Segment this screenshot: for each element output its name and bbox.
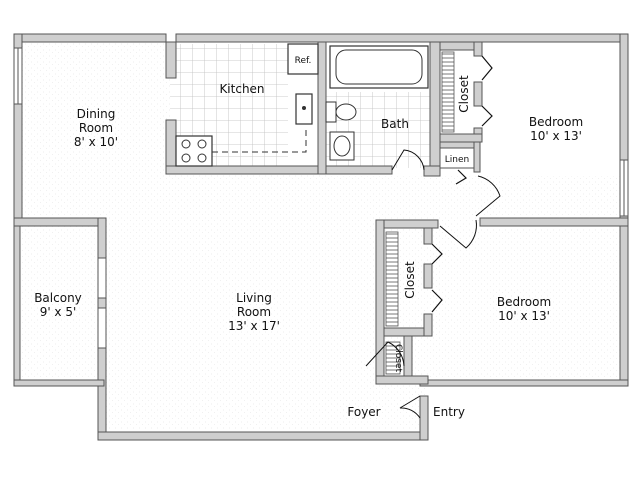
wall-kitchen-bath bbox=[317, 41, 327, 175]
wall-closet-bottom bbox=[439, 133, 483, 143]
dining-label-1: Dining bbox=[77, 107, 116, 121]
closet-small-label: Closet bbox=[393, 344, 403, 373]
wall-closet-mid-top bbox=[375, 219, 439, 229]
bath-sink-icon bbox=[333, 135, 351, 157]
wall-closet-right-top bbox=[473, 41, 483, 57]
counter-line bbox=[212, 130, 307, 153]
room-labels: Dining Room 8' x 10' Kitchen Ref. Bath C… bbox=[34, 56, 583, 419]
wall-linen-right bbox=[473, 141, 481, 173]
dining-label-2: Room bbox=[79, 121, 113, 135]
wall-bath-right bbox=[429, 41, 441, 169]
closet-top-label: Closet bbox=[457, 75, 471, 113]
wall-closet-right-mid bbox=[473, 81, 483, 107]
faucet-icon bbox=[302, 106, 306, 110]
wall-small-closet-bottom bbox=[375, 375, 429, 385]
bathtub-basin bbox=[335, 49, 423, 85]
entry-door bbox=[399, 395, 421, 419]
bedroom-bottom-size: 10' x 13' bbox=[498, 309, 550, 323]
wall-bedroom-bottom bbox=[419, 379, 629, 387]
closet-middle-shelf bbox=[385, 231, 399, 327]
bedroom-bottom-door bbox=[439, 219, 477, 249]
bath-fixtures bbox=[325, 45, 429, 161]
bedroom-top-label: Bedroom bbox=[529, 115, 583, 129]
balcony-floor bbox=[20, 226, 98, 380]
refrigerator-label: Ref. bbox=[295, 56, 312, 66]
burner-icon bbox=[181, 153, 191, 163]
wall-balcony-left bbox=[13, 225, 21, 381]
windows bbox=[13, 47, 629, 349]
closet-doors bbox=[431, 55, 493, 313]
wall-top-left bbox=[13, 33, 167, 43]
wall-small-closet-right bbox=[403, 335, 413, 381]
refrigerator bbox=[287, 43, 319, 75]
wall-top bbox=[175, 33, 629, 43]
burner-icon bbox=[197, 139, 207, 149]
living-label-2: Room bbox=[237, 305, 271, 319]
dining-size: 8' x 10' bbox=[74, 135, 118, 149]
living-label-1: Living bbox=[236, 291, 272, 305]
wall-balcony-top bbox=[13, 217, 105, 227]
toilet-tank bbox=[325, 101, 337, 123]
closet-middle-label: Closet bbox=[403, 261, 417, 299]
kitchen-fixtures bbox=[175, 43, 319, 167]
closet-top-shelf bbox=[441, 51, 455, 133]
foyer-label: Foyer bbox=[347, 405, 380, 419]
window-balcony-2 bbox=[97, 307, 107, 349]
entry-label: Entry bbox=[433, 405, 465, 419]
wall-linen-left bbox=[423, 165, 441, 177]
kitchen-label: Kitchen bbox=[219, 82, 264, 96]
bedroom-top-size: 10' x 13' bbox=[530, 129, 582, 143]
wall-bedroom-divider bbox=[479, 217, 629, 227]
toilet-icon bbox=[335, 103, 357, 121]
wall-entry-right bbox=[419, 395, 429, 441]
closet-small-shelf bbox=[385, 341, 401, 375]
linen-label: Linen bbox=[445, 155, 469, 165]
wall-closet-mid-left bbox=[375, 219, 385, 385]
linen-closet bbox=[439, 147, 475, 169]
wall-closet-mid-right-mid bbox=[423, 263, 433, 289]
closet-small-door bbox=[365, 341, 405, 367]
burner-icon bbox=[181, 139, 191, 149]
stove bbox=[175, 135, 213, 167]
wall-kitchen-bottom bbox=[165, 165, 393, 175]
wall-balcony-bottom bbox=[13, 379, 105, 387]
balcony-size: 9' x 5' bbox=[40, 305, 77, 319]
window-balcony-1 bbox=[97, 257, 107, 299]
burner-icon bbox=[197, 153, 207, 163]
bath-door bbox=[391, 149, 425, 171]
living-size: 13' x 17' bbox=[228, 319, 280, 333]
swing-doors bbox=[365, 149, 501, 419]
wall-closet-mid-right-top bbox=[423, 227, 433, 245]
bath-label: Bath bbox=[381, 117, 409, 131]
wall-kitchen-left bbox=[165, 41, 177, 79]
wall-closet-mid-right-bottom bbox=[423, 313, 433, 337]
floor-areas bbox=[20, 42, 620, 430]
bathtub bbox=[329, 45, 429, 89]
wall-bottom bbox=[97, 431, 421, 441]
wall-closet-mid-bottom bbox=[383, 327, 431, 337]
bedroom-bottom-label: Bedroom bbox=[497, 295, 551, 309]
bedroom-top-door bbox=[475, 175, 501, 217]
balcony-label: Balcony bbox=[34, 291, 82, 305]
